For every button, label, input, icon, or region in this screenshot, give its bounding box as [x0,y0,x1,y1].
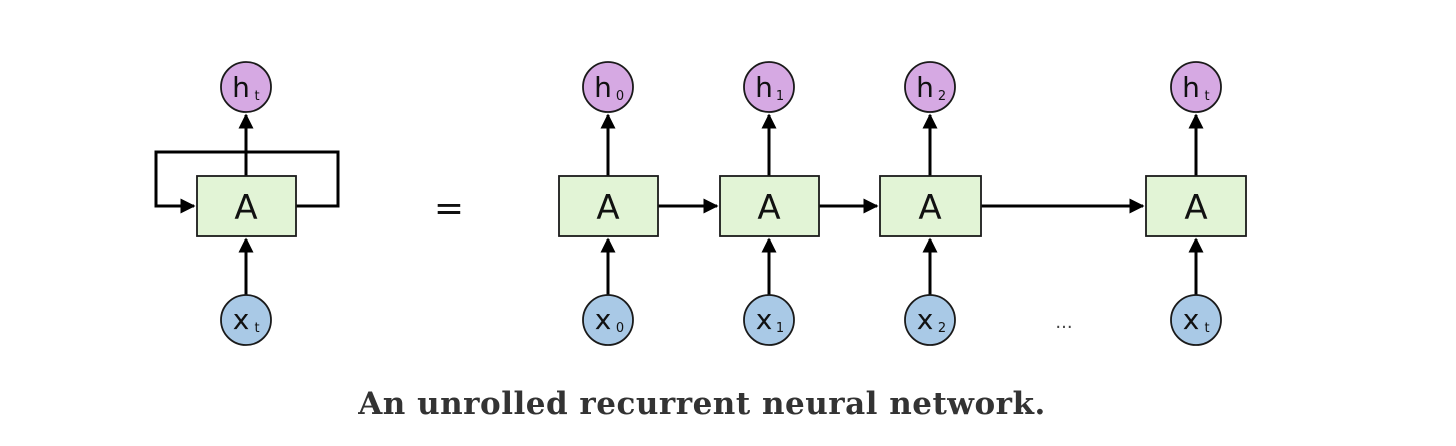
step-0-input-sub: 0 [616,321,624,336]
step-1-input-sub: 1 [776,321,784,336]
step-2-output-node [904,61,956,113]
step-0-cell [558,175,659,237]
step-t-output-var: h [1182,71,1200,104]
step-t-cell [1145,175,1247,237]
unrolled-rnn: A h 0 x 0 A h 1 x 1 A h [558,61,1247,346]
step-t-input-sub: t [1204,321,1209,336]
rolled-rnn: A h t x t [154,61,340,346]
rolled-cell [196,175,297,237]
step-2-input-var: x [917,303,934,336]
step-1-output-var: h [755,71,773,104]
step-2-input-node [904,294,956,346]
step-1-input-node [743,294,795,346]
figure-caption: An unrolled recurrent neural network. [357,386,1046,422]
step-t-output-node [1170,61,1222,113]
rolled-input-sub: t [254,321,259,336]
rolled-output-sub: t [254,89,259,104]
step-0-cell-label: A [596,188,619,228]
step-1-cell-label: A [757,188,780,228]
ellipsis: ... [1055,312,1072,333]
unrolled-step-1: A h 1 x 1 [719,61,820,346]
step-2-cell-label: A [918,188,941,228]
rolled-output-var: h [232,71,250,104]
equals-sign: = [434,188,464,229]
step-0-output-sub: 0 [616,89,624,104]
step-1-input-var: x [756,303,773,336]
step-t-output-sub: t [1204,89,1209,104]
step-t-input-var: x [1183,303,1200,336]
unrolled-step-t: A h t x t [1145,61,1247,346]
step-2-cell [879,175,982,237]
step-1-output-sub: 1 [776,89,784,104]
step-0-input-node [582,294,634,346]
step-2-output-var: h [916,71,934,104]
rolled-output-node: h t [220,61,272,113]
rolled-cell-label: A [234,188,257,228]
rolled-input-node: x t [220,294,272,346]
step-0-output-node [582,61,634,113]
unrolled-step-2: A h 2 x 2 [879,61,982,346]
step-1-cell [719,175,820,237]
step-0-input-var: x [595,303,612,336]
step-1-output-node [743,61,795,113]
step-t-cell-label: A [1184,188,1207,228]
step-2-output-sub: 2 [938,89,946,104]
step-0-output-var: h [594,71,612,104]
step-2-input-sub: 2 [938,321,946,336]
rolled-input-var: x [233,303,250,336]
step-t-input-node [1170,294,1222,346]
unrolled-step-0: A h 0 x 0 [558,61,659,346]
